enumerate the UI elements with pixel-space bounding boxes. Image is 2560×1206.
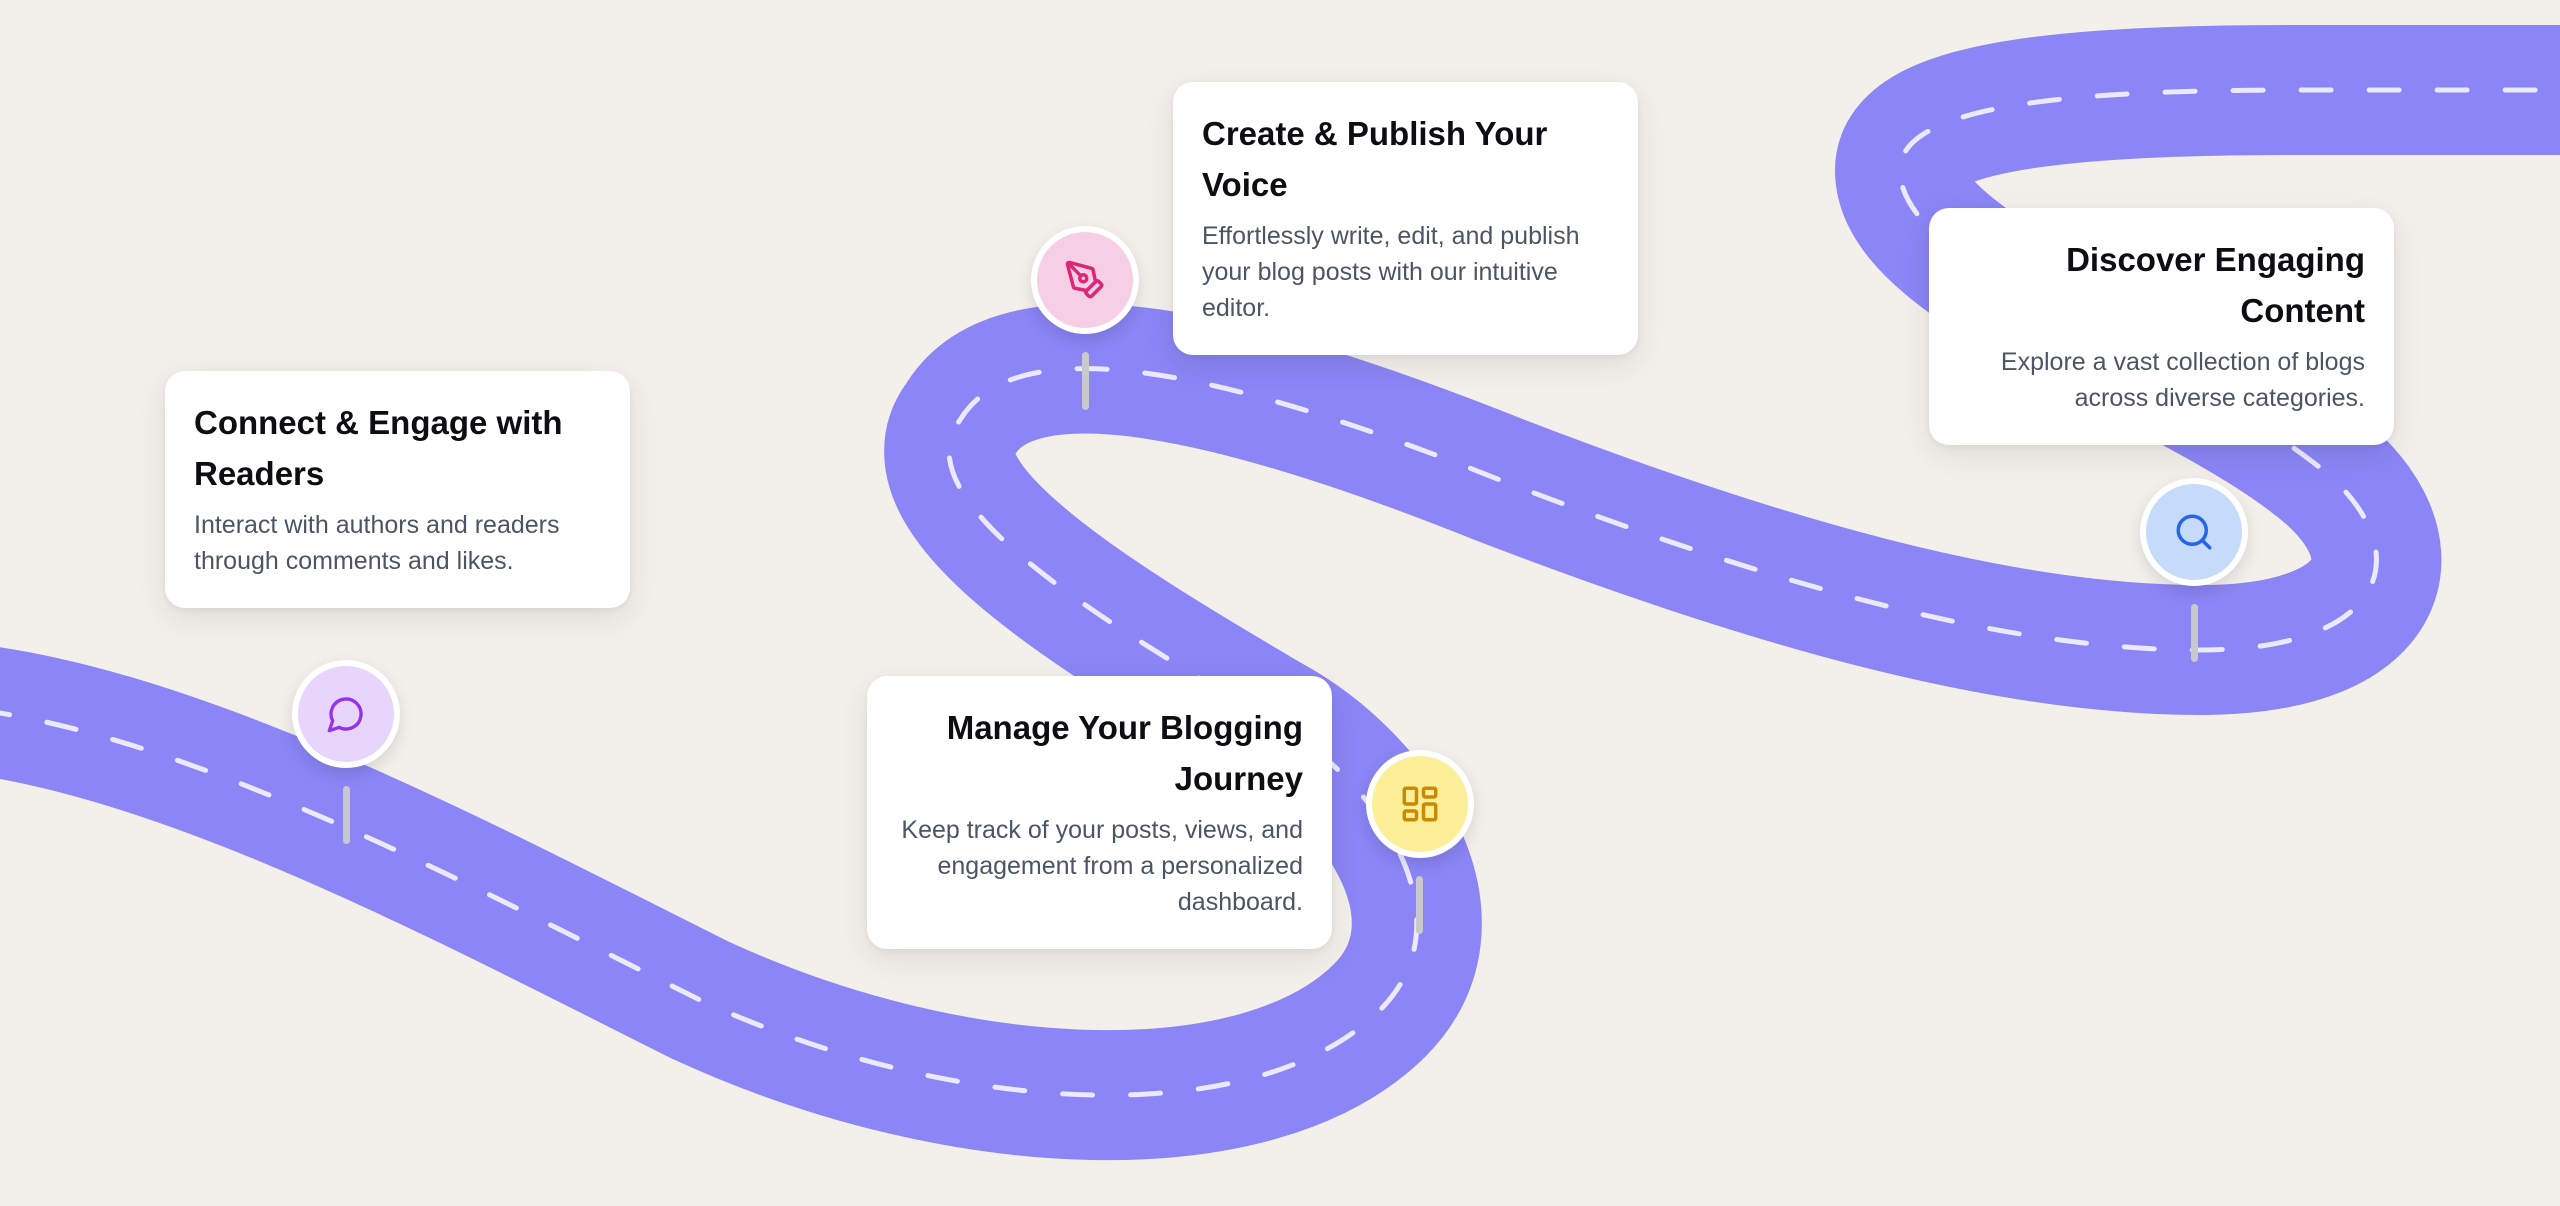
step-description: Explore a vast collection of blogs acros… <box>2000 348 2365 412</box>
road-center-dashes <box>0 87 2560 1098</box>
step-title: Create & Publish Your Voice <box>1202 115 1548 203</box>
pin-stem <box>2191 604 2198 662</box>
step-description: Interact with authors and readers throug… <box>194 511 560 575</box>
step-title: Connect & Engage with Readers <box>194 404 563 492</box>
pin-stem <box>1082 352 1089 410</box>
step-card-discover: Discover Engaging Content Explore a vast… <box>1929 208 2394 445</box>
dashboard-grid-icon <box>1402 786 1438 822</box>
step-pin-manage[interactable] <box>1366 750 1474 858</box>
step-card-create: Create & Publish Your Voice Effortlessly… <box>1173 82 1638 355</box>
step-description: Effortlessly write, edit, and publish yo… <box>1202 222 1580 322</box>
pin-stem <box>343 786 350 844</box>
step-card-manage: Manage Your Blogging Journey Keep track … <box>867 676 1332 949</box>
step-pin-connect[interactable] <box>292 660 400 768</box>
search-icon <box>2176 514 2212 550</box>
step-title: Discover Engaging Content <box>2066 241 2365 329</box>
step-pin-discover[interactable] <box>2140 478 2248 586</box>
pen-nib-icon <box>1065 260 1104 299</box>
step-title: Manage Your Blogging Journey <box>946 709 1303 797</box>
step-pin-create[interactable] <box>1031 226 1139 334</box>
chat-bubble-icon <box>327 697 363 733</box>
pin-stem <box>1416 876 1423 934</box>
step-card-connect: Connect & Engage with Readers Interact w… <box>165 371 630 608</box>
step-description: Keep track of your posts, views, and eng… <box>901 816 1303 916</box>
